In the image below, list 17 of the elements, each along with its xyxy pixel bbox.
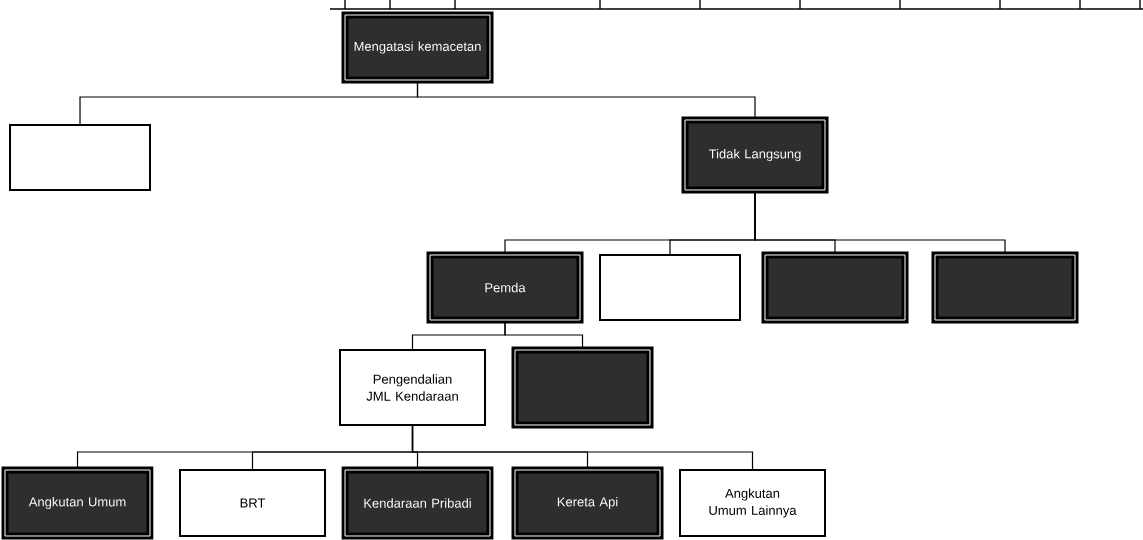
process-box (761, 251, 909, 324)
process-box (9, 124, 151, 191)
process-box: Pengendalian JML Kendaraan (339, 349, 486, 426)
connector-line (416, 80, 756, 120)
process-box (931, 251, 1079, 324)
process-box: Kendaraan Pribadi (341, 466, 494, 540)
process-box: Angkutan Umum (1, 466, 154, 540)
process-box: BRT (179, 469, 326, 537)
process-box (511, 346, 654, 429)
process-box (599, 254, 741, 321)
process-box: Kereta Api (511, 466, 664, 540)
process-box: Tidak Langsung (681, 116, 829, 194)
process-box: Angkutan Umum Lainnya (679, 469, 826, 537)
connector-line (504, 320, 584, 350)
connector-line (411, 425, 754, 470)
process-box: Mengatasi kemacetan (341, 11, 494, 84)
process-box: Pemda (426, 251, 584, 324)
